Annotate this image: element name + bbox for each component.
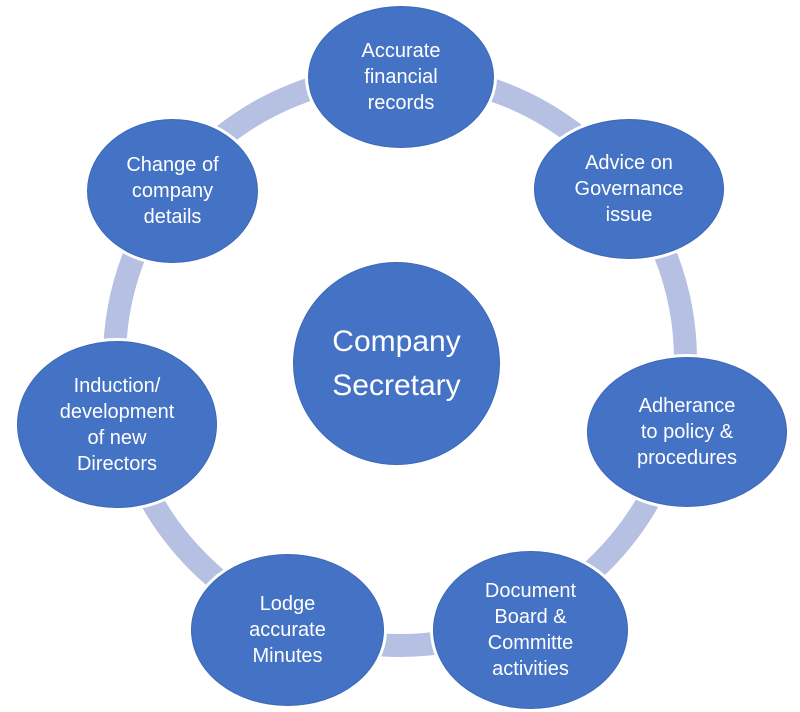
node-label: Induction/ development of new Directors [59, 374, 175, 475]
node-advice-on-governance-issue: Advice on Governance issue [534, 119, 724, 259]
node-label: Advice on Governance issue [574, 152, 684, 226]
node-induction-development: Induction/ development of new Directors [17, 341, 217, 508]
node-change-of-company-details: Change of company details [87, 119, 258, 263]
node-accurate-financial-records: Accurate financial records [308, 6, 494, 148]
node-label: Accurate financial records [361, 40, 441, 114]
node-company-secretary-center: Company Secretary [293, 262, 500, 465]
node-label: Lodge accurate Minutes [249, 593, 326, 667]
center-label: Company Secretary [332, 325, 461, 402]
node-adherance-to-policy: Adherance to policy & procedures [587, 357, 787, 507]
node-label: Change of company details [126, 154, 219, 228]
node-label: Document Board & Committe activities [484, 580, 577, 680]
node-lodge-accurate-minutes: Lodge accurate Minutes [191, 554, 384, 706]
node-label: Adherance to policy & procedures [636, 395, 738, 469]
node-document-board-committe: Document Board & Committe activities [433, 551, 628, 709]
